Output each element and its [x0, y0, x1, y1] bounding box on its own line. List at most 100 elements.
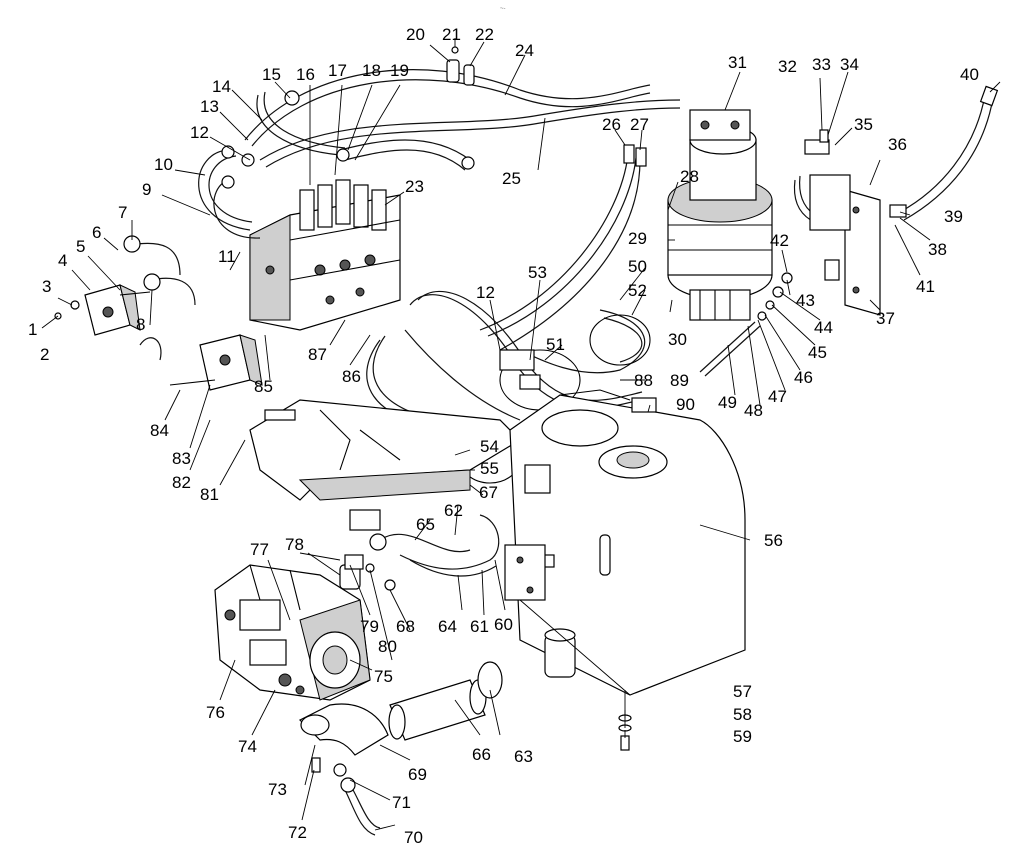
callout-15: 15 — [262, 65, 281, 84]
callout-37: 37 — [876, 309, 895, 328]
blocks-left-drawing — [54, 235, 263, 391]
callout-51: 51 — [546, 335, 565, 354]
hoses-64-65-drawing — [349, 509, 500, 577]
callout-25: 25 — [502, 169, 521, 188]
hose-25-drawing — [259, 99, 681, 168]
callout-16: 16 — [296, 65, 315, 84]
hose-40-drawing — [889, 85, 999, 221]
callout-69: 69 — [408, 765, 427, 784]
callout-54: 54 — [480, 437, 499, 456]
header-mark: ~- — [500, 6, 506, 12]
callout-43: 43 — [796, 291, 815, 310]
callout-23: 23 — [405, 177, 424, 196]
callout-34: 34 — [840, 55, 859, 74]
callout-48: 48 — [744, 401, 763, 420]
control-valve-drawing — [249, 179, 401, 331]
callout-17: 17 — [328, 61, 347, 80]
callout-45: 45 — [808, 343, 827, 362]
callout-19: 19 — [390, 61, 409, 80]
callout-61: 61 — [470, 617, 489, 636]
callout-27: 27 — [630, 115, 649, 134]
callout-33: 33 — [812, 55, 831, 74]
callout-30: 30 — [668, 330, 687, 349]
callout-14: 14 — [212, 77, 231, 96]
callout-7: 7 — [118, 203, 127, 222]
callout-8: 8 — [136, 315, 145, 334]
callout-88: 88 — [634, 371, 653, 390]
callout-46: 46 — [794, 368, 813, 387]
callout-52: 52 — [628, 281, 647, 300]
swing-motor-drawing — [667, 109, 773, 321]
callout-64: 64 — [438, 617, 457, 636]
callout-75: 75 — [374, 667, 393, 686]
callout-12-center: 12 — [476, 283, 495, 302]
callout-22: 22 — [475, 25, 494, 44]
callout-49: 49 — [718, 393, 737, 412]
callout-86: 86 — [342, 367, 361, 386]
callout-72: 72 — [288, 823, 307, 842]
callout-12-left: 12 — [190, 123, 209, 142]
callout-53: 53 — [528, 263, 547, 282]
main-pump-drawing — [214, 564, 371, 701]
callout-24: 24 — [515, 41, 534, 60]
callout-1: 1 — [28, 320, 37, 339]
callout-70: 70 — [404, 828, 423, 847]
callout-44: 44 — [814, 318, 833, 337]
callout-26: 26 — [602, 115, 621, 134]
callout-80: 80 — [378, 637, 397, 656]
callout-59: 59 — [733, 727, 752, 746]
callout-73: 73 — [268, 780, 287, 799]
callout-84: 84 — [150, 421, 169, 440]
suction-pipe-drawing — [388, 628, 576, 741]
hose-24-drawing — [244, 69, 651, 147]
hydraulic-tank-drawing — [504, 389, 746, 696]
callout-66: 66 — [472, 745, 491, 764]
callout-28: 28 — [680, 167, 699, 186]
bracket-assembly-drawing — [793, 129, 881, 316]
callout-6: 6 — [92, 223, 101, 242]
callout-63: 63 — [514, 747, 533, 766]
callout-90: 90 — [676, 395, 695, 414]
callout-41: 41 — [916, 277, 935, 296]
callout-68: 68 — [396, 617, 415, 636]
callout-62: 62 — [444, 501, 463, 520]
callout-11: 11 — [218, 247, 236, 266]
callout-47: 47 — [768, 387, 787, 406]
callout-77: 77 — [250, 540, 269, 559]
callout-56: 56 — [764, 531, 783, 550]
callout-20: 20 — [406, 25, 425, 44]
callout-9: 9 — [142, 180, 151, 199]
callout-57: 57 — [733, 682, 752, 701]
callout-85: 85 — [254, 377, 273, 396]
callout-58: 58 — [733, 705, 752, 724]
callout-21: 21 — [442, 25, 461, 44]
callout-labels: 1 2 3 4 5 6 7 8 9 10 11 12 12 13 14 15 1… — [28, 25, 979, 847]
callout-79: 79 — [360, 617, 379, 636]
callout-5: 5 — [76, 237, 85, 256]
callout-38: 38 — [928, 240, 947, 259]
leader-lines — [41, 38, 1001, 831]
callout-83: 83 — [172, 449, 191, 468]
callout-32: 32 — [778, 57, 797, 76]
callout-2: 2 — [40, 345, 49, 364]
pump-suction-elbow-drawing — [298, 703, 389, 836]
callout-3: 3 — [42, 277, 51, 296]
callout-55: 55 — [480, 459, 499, 478]
callout-39: 39 — [944, 207, 963, 226]
callout-81: 81 — [200, 485, 219, 504]
callout-89: 89 — [670, 371, 689, 390]
hoses-26-27-drawing — [479, 144, 647, 351]
callout-36: 36 — [888, 135, 907, 154]
callout-82: 82 — [172, 473, 191, 492]
callout-42: 42 — [770, 231, 789, 250]
fittings-20-22-drawing — [446, 46, 475, 86]
callout-35: 35 — [854, 115, 873, 134]
callout-65: 65 — [416, 515, 435, 534]
callout-78: 78 — [285, 535, 304, 554]
callout-50: 50 — [628, 257, 647, 276]
callout-60: 60 — [494, 615, 513, 634]
callout-29: 29 — [628, 229, 647, 248]
fittings-77-80-drawing — [344, 554, 396, 591]
callout-67: 67 — [479, 483, 498, 502]
